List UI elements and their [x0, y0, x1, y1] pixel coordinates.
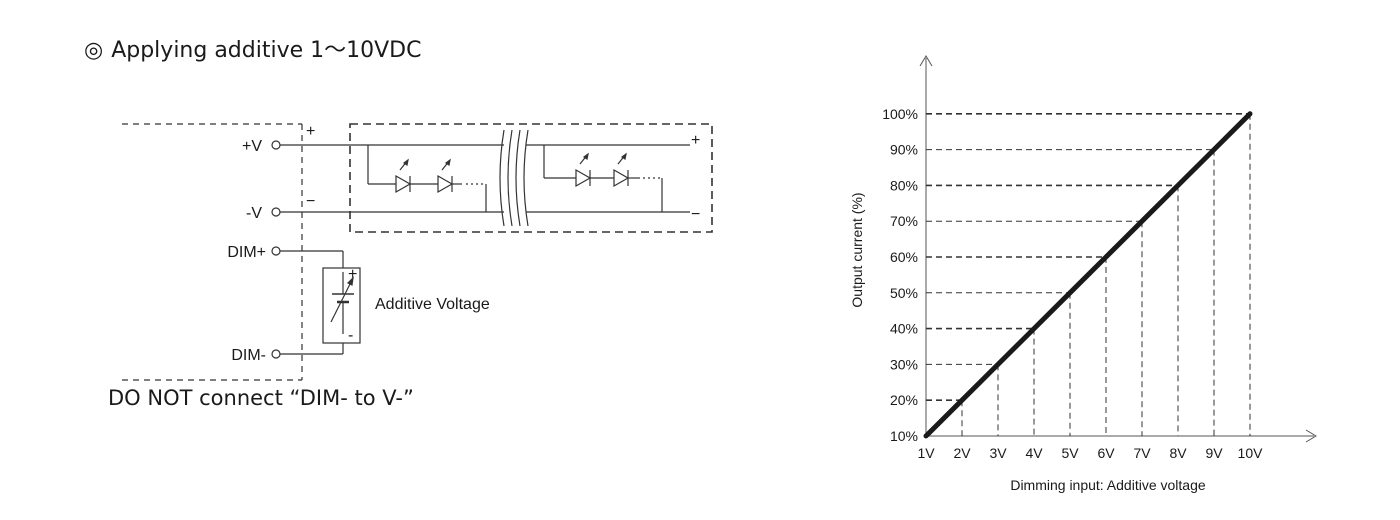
additive-voltage-label: Additive Voltage [375, 296, 490, 313]
y-tick-label-80%: 80% [890, 177, 918, 193]
terminal-dimminus [271, 349, 281, 359]
variable-arrow-icon [330, 277, 354, 323]
x-tick-label-10V: 10V [1238, 445, 1264, 461]
y-tick-label-10%: 10% [890, 428, 918, 444]
break-mark-3 [515, 129, 521, 227]
terminal-dimplus [271, 246, 281, 256]
warning-note: DO NOT connect “DIM- to V-” [108, 386, 414, 410]
circuit-diagram [122, 123, 713, 381]
driver-minus-label: − [306, 193, 315, 210]
y-tick-label-60%: 60% [890, 249, 918, 265]
additive-voltage-source [322, 267, 361, 344]
label-vplus: +V [242, 138, 262, 155]
x-tick-label-7V: 7V [1133, 445, 1151, 461]
driver-plus-label: + [306, 123, 315, 140]
x-tick-label-9V: 9V [1205, 445, 1223, 461]
y-tick-label-40%: 40% [890, 321, 918, 337]
y-tick-label-70%: 70% [890, 213, 918, 229]
led-1 [395, 174, 412, 194]
x-tick-label-3V: 3V [989, 445, 1007, 461]
strip-plus-label: + [691, 132, 700, 149]
led-3 [575, 168, 592, 188]
x-tick-label-4V: 4V [1025, 445, 1043, 461]
x-tick-label-8V: 8V [1169, 445, 1187, 461]
heading: ◎ Applying additive 1～10VDC [84, 32, 421, 64]
led-4 [613, 168, 630, 188]
x-tick-label-2V: 2V [953, 445, 971, 461]
output-current-line [923, 111, 1253, 439]
label-dimminus: DIM- [231, 347, 266, 364]
label-vminus: -V [246, 205, 262, 222]
source-minus-label: - [348, 327, 353, 344]
led-strip-box [349, 123, 713, 233]
break-mark-4 [523, 129, 529, 227]
y-tick-label-50%: 50% [890, 285, 918, 301]
x-axis-arrow [1305, 429, 1317, 443]
source-plus-label: + [348, 266, 357, 283]
y-axis-title: Output current (%) [849, 192, 865, 307]
heading-text: Applying additive 1～10VDC [111, 38, 422, 63]
x-axis-title: Dimming input: Additive voltage [1010, 477, 1206, 493]
terminal-vminus [271, 207, 281, 217]
terminal-vplus [271, 140, 281, 150]
double-circle-icon: ◎ [84, 38, 104, 63]
break-mark-1 [499, 129, 505, 227]
y-tick-label-30%: 30% [890, 356, 918, 372]
x-tick-label-5V: 5V [1061, 445, 1079, 461]
break-mark-2 [507, 129, 513, 227]
y-tick-label-20%: 20% [890, 392, 918, 408]
led-2 [437, 174, 454, 194]
x-tick-label-6V: 6V [1097, 445, 1115, 461]
y-tick-label-100%: 100% [882, 106, 918, 122]
strip-minus-label: − [691, 206, 700, 223]
y-axis-arrow [919, 55, 933, 67]
x-tick-label-1V: 1V [917, 445, 935, 461]
label-dimplus: DIM+ [227, 244, 266, 261]
y-tick-label-90%: 90% [890, 142, 918, 158]
